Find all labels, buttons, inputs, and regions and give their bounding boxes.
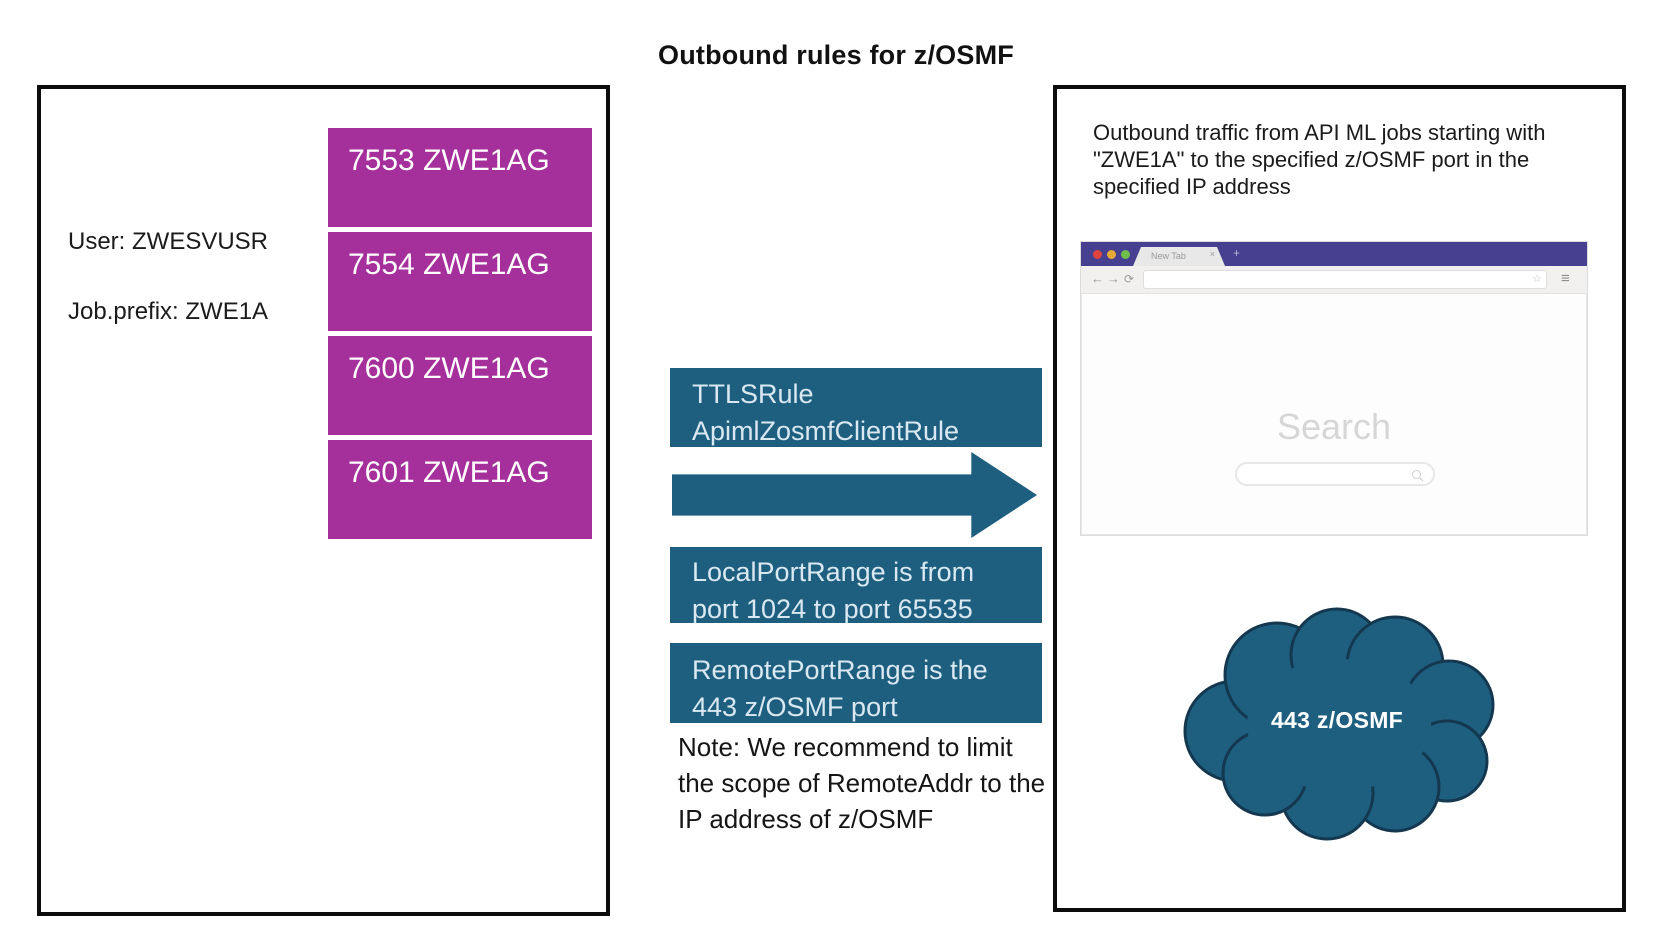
reload-icon: ⟳ [1124, 272, 1135, 286]
cloud-label: 443 z/OSMF [1270, 707, 1404, 733]
menu-icon: ≡ [1561, 270, 1570, 287]
remote-port-range-box: RemotePortRange is the 443 z/OSMF port [670, 643, 1042, 723]
right-description: Outbound traffic from API ML jobs starti… [1093, 120, 1546, 199]
search-input [1235, 462, 1435, 486]
search-logo-text: Search [1276, 406, 1392, 447]
port-box-7600: 7600 ZWE1AG [328, 336, 592, 435]
flow-arrow-right [672, 452, 1037, 538]
forward-icon: → [1107, 271, 1120, 286]
ttls-rule-line2: ApimlZosmfClientRule [692, 415, 960, 446]
tab-close-icon: × [1209, 249, 1215, 259]
bookmark-star-icon: ☆ [1532, 273, 1542, 285]
browser-tab: New Tab × [1133, 247, 1225, 266]
note-text: Note: We recommend to limit the scope of… [678, 732, 1046, 834]
address-bar [1143, 270, 1547, 289]
new-tab-icon: + [1233, 246, 1241, 260]
traffic-light-yellow-icon [1107, 250, 1116, 259]
ttls-rule-box: TTLSRule ApimlZosmfClientRule [670, 368, 1042, 447]
tab-label: New Tab [1151, 251, 1186, 261]
user-label: User: ZWESVUSR [68, 228, 269, 255]
page-title: Outbound rules for z/OSMF [658, 40, 1014, 70]
port-box-7553: 7553 ZWE1AG [328, 128, 592, 227]
browser-toolbar: ← → ⟳ ☆ ≡ [1081, 266, 1587, 294]
traffic-light-green-icon [1121, 250, 1130, 259]
browser-mockup: New Tab × + ← → ⟳ ☆ ≡ Search [1081, 242, 1587, 535]
zosmf-cloud: 443 z/OSMF [1177, 603, 1497, 847]
browser-content: Search [1081, 294, 1587, 535]
search-icon [1412, 470, 1421, 479]
port-box-7554: 7554 ZWE1AG [328, 232, 592, 331]
browser-titlebar: New Tab × + [1081, 242, 1587, 266]
traffic-light-red-icon [1093, 250, 1102, 259]
local-port-range-box: LocalPortRange is from port 1024 to port… [670, 547, 1042, 624]
job-prefix-label: Job.prefix: ZWE1A [68, 298, 269, 325]
cloud-shape [1183, 607, 1495, 841]
ttls-rule-line1: TTLSRule [692, 379, 814, 409]
back-icon: ← [1091, 271, 1104, 286]
port-box-7601: 7601 ZWE1AG [328, 440, 592, 539]
